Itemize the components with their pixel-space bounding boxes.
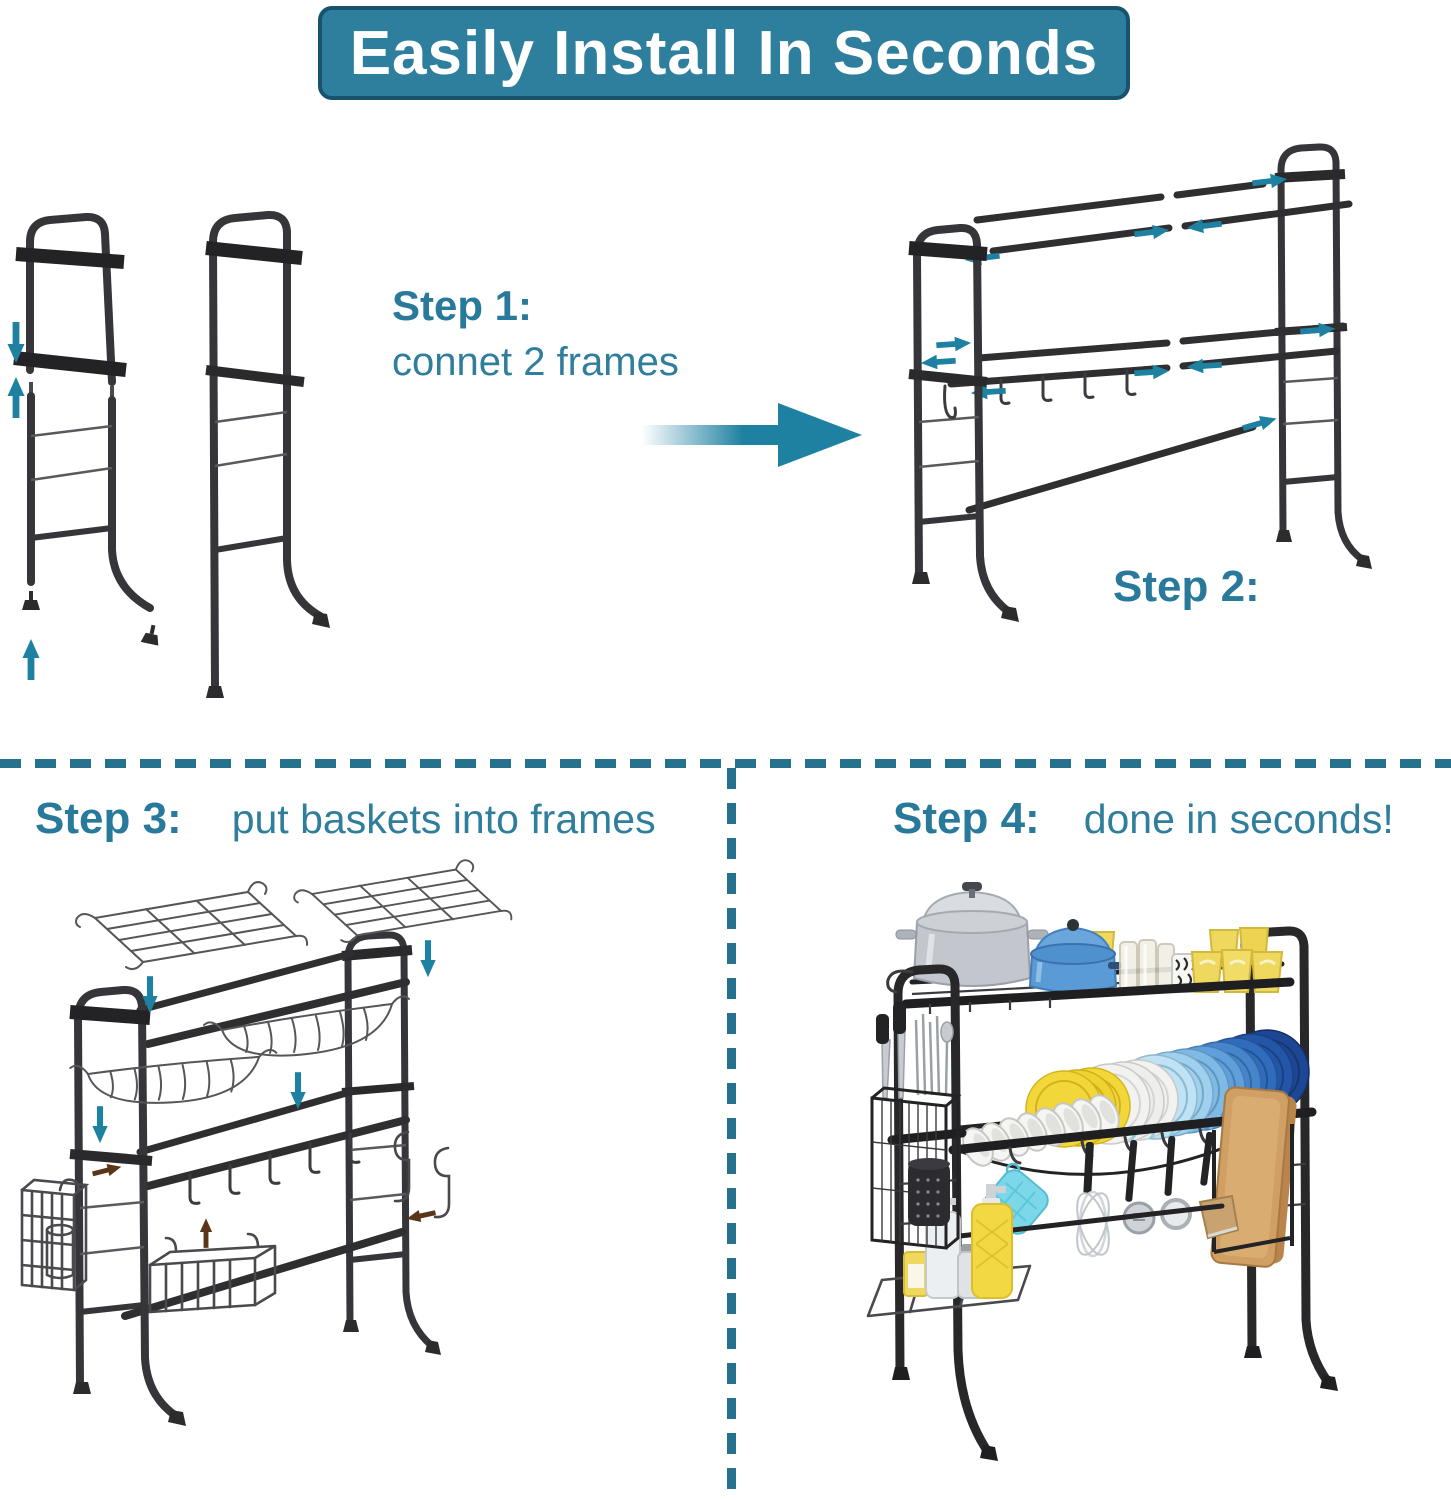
step1-label: Step 1: bbox=[392, 282, 533, 329]
insert-right-arrow-icon bbox=[935, 335, 972, 353]
utensil-basket bbox=[870, 1002, 962, 1250]
step3-baskets-illustration bbox=[0, 760, 730, 1500]
top-shelf-wires bbox=[928, 998, 1052, 1014]
utensil-holder-basket bbox=[20, 1178, 90, 1292]
step2-assembly-illustration bbox=[851, 120, 1451, 740]
step4-label: Step 4: bbox=[893, 794, 1040, 843]
left-frame-lower-piece bbox=[27, 382, 154, 612]
top-back-rail bbox=[136, 950, 354, 1014]
step1-caption: Step 1: connet 2 frames bbox=[392, 282, 679, 385]
bowl-row bbox=[962, 1094, 1120, 1167]
right-frame-assembled bbox=[205, 210, 330, 698]
step1-description: connet 2 frames bbox=[392, 340, 679, 384]
step4-caption: Step 4: done in seconds! bbox=[893, 794, 1394, 844]
hanging-storage-basket bbox=[148, 1232, 277, 1314]
back-frame bbox=[341, 931, 441, 1355]
step2-label: Step 2: bbox=[1113, 562, 1260, 611]
attach-left-arrow-icon bbox=[405, 1206, 437, 1225]
bottom-rail bbox=[121, 1228, 406, 1320]
middle-back-rail bbox=[136, 1088, 354, 1156]
top-front-rail bbox=[901, 977, 1295, 1009]
side-hook bbox=[943, 384, 957, 420]
vertical-divider bbox=[727, 768, 736, 1500]
front-frame bbox=[69, 985, 186, 1426]
step4-finished-illustration bbox=[820, 880, 1451, 1500]
top-back-rail bbox=[973, 180, 1267, 224]
step2-caption: Step 2: bbox=[1113, 562, 1260, 612]
soap-bottles bbox=[903, 1184, 1013, 1299]
wire-shelf-grid bbox=[75, 881, 309, 971]
attach-up-arrow-icon bbox=[199, 1218, 213, 1248]
ladle bbox=[1160, 1135, 1192, 1230]
cutting-boards bbox=[1210, 1086, 1297, 1268]
insert-left-arrow-icon bbox=[920, 353, 957, 371]
rail-assembly-drawing bbox=[908, 143, 1372, 622]
attach-right-arrow-icon bbox=[91, 1160, 123, 1180]
top-front-rail bbox=[144, 978, 410, 1048]
title-banner: Easily Install In Seconds bbox=[318, 6, 1130, 100]
frame-hook bbox=[886, 969, 914, 994]
step3-description: put baskets into frames bbox=[231, 796, 656, 842]
bottom-rail bbox=[965, 423, 1257, 514]
drop-down-arrow-icon bbox=[420, 940, 436, 978]
adjustable-foot bbox=[140, 623, 163, 646]
middle-front-rail-with-hooks bbox=[144, 1116, 410, 1205]
connect-up-arrow-icon bbox=[7, 377, 25, 418]
step3-caption: Step 3: put baskets into frames bbox=[35, 794, 656, 844]
horizontal-divider bbox=[0, 759, 1451, 768]
arrow-fade bbox=[628, 388, 743, 484]
step4-description: done in seconds! bbox=[1083, 796, 1394, 842]
front-frame bbox=[908, 223, 1019, 622]
drinking-glasses bbox=[1119, 939, 1175, 993]
frame-pieces-drawing bbox=[7, 210, 330, 698]
s-hooks bbox=[393, 1130, 451, 1219]
drop-down-arrow-icon bbox=[92, 1106, 108, 1144]
exploded-baskets-drawing bbox=[20, 859, 513, 1426]
step1-parts-illustration bbox=[0, 130, 360, 750]
blue-pot bbox=[1028, 919, 1122, 993]
wire-shelf-grid bbox=[293, 859, 513, 943]
loaded-rack-drawing bbox=[866, 882, 1338, 1461]
flow-arrow-icon bbox=[628, 388, 878, 484]
cutlery-cup bbox=[908, 1162, 950, 1226]
page-title: Easily Install In Seconds bbox=[349, 18, 1099, 88]
whisk bbox=[1076, 1141, 1110, 1258]
left-frame-upper-piece bbox=[13, 212, 127, 386]
foot-up-arrow-icon bbox=[22, 639, 40, 680]
adjustable-foot bbox=[22, 591, 40, 610]
step3-label: Step 3: bbox=[35, 794, 182, 843]
